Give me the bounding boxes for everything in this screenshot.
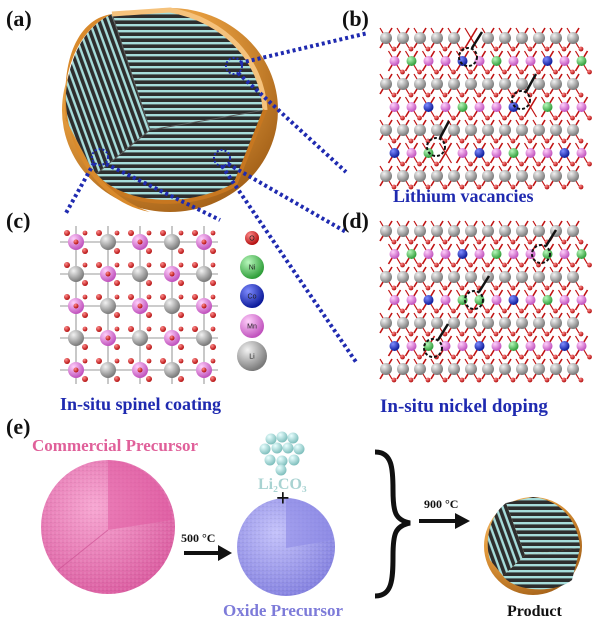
label-commercial-precursor: Commercial Precursor: [32, 436, 198, 455]
panel-label-b: (b): [342, 6, 369, 31]
legend-label-li: Li: [249, 354, 255, 361]
label-step2-temp: 900 °C: [424, 497, 459, 511]
panel-label-e: (e): [6, 414, 31, 439]
label-li2co3: Li₂CO₃: [258, 476, 307, 493]
panel-label-d: (d): [342, 208, 369, 233]
legend-ball-li: [237, 341, 267, 371]
doping-markers: [423, 244, 551, 358]
vacancy-arrows: [438, 31, 538, 139]
label-step1-temp: 500 °C: [181, 531, 216, 545]
lattice-spinel-coating: [60, 226, 218, 384]
doping-arrows: [436, 229, 558, 341]
panel-label-c: (c): [6, 208, 31, 233]
caption-nickel-doping: In-situ nickel doping: [380, 396, 548, 417]
label-product: Product: [507, 603, 562, 620]
legend-ball-co: [240, 284, 264, 308]
legend-ball-ni: [240, 255, 264, 279]
legend-label-co: Co: [248, 294, 257, 301]
lattice-lithium-vacancies: [379, 27, 592, 190]
label-plus: +: [276, 486, 290, 512]
label-oxide-precursor: Oxide Precursor: [223, 601, 344, 620]
connector-lines: [64, 31, 369, 364]
cutaway-particle: [62, 7, 278, 212]
legend-ball-o: [245, 231, 259, 245]
product-particle: [484, 497, 582, 595]
caption-lithium-vacancies: Lithium vacancies: [393, 186, 534, 206]
legend-label-ni: Ni: [249, 265, 256, 272]
curly-brace: [374, 449, 411, 599]
li2co3-cluster: [259, 431, 305, 476]
legend-label-o: O: [249, 236, 255, 243]
arrow-step1: [184, 545, 232, 561]
zoom-marker-c: [91, 148, 109, 166]
caption-spinel-coating: In-situ spinel coating: [60, 394, 222, 414]
commercial-precursor-sphere: [41, 460, 175, 594]
vacancy-markers: [426, 47, 531, 157]
legend-label-mn: Mn: [247, 324, 257, 331]
lattice-nickel-doping: [379, 220, 592, 383]
legend-ball-mn: [240, 314, 264, 338]
panel-label-a: (a): [6, 6, 32, 31]
arrow-step2: [419, 513, 470, 529]
zoom-marker-b: [225, 57, 243, 75]
oxide-precursor-sphere: [237, 498, 335, 596]
